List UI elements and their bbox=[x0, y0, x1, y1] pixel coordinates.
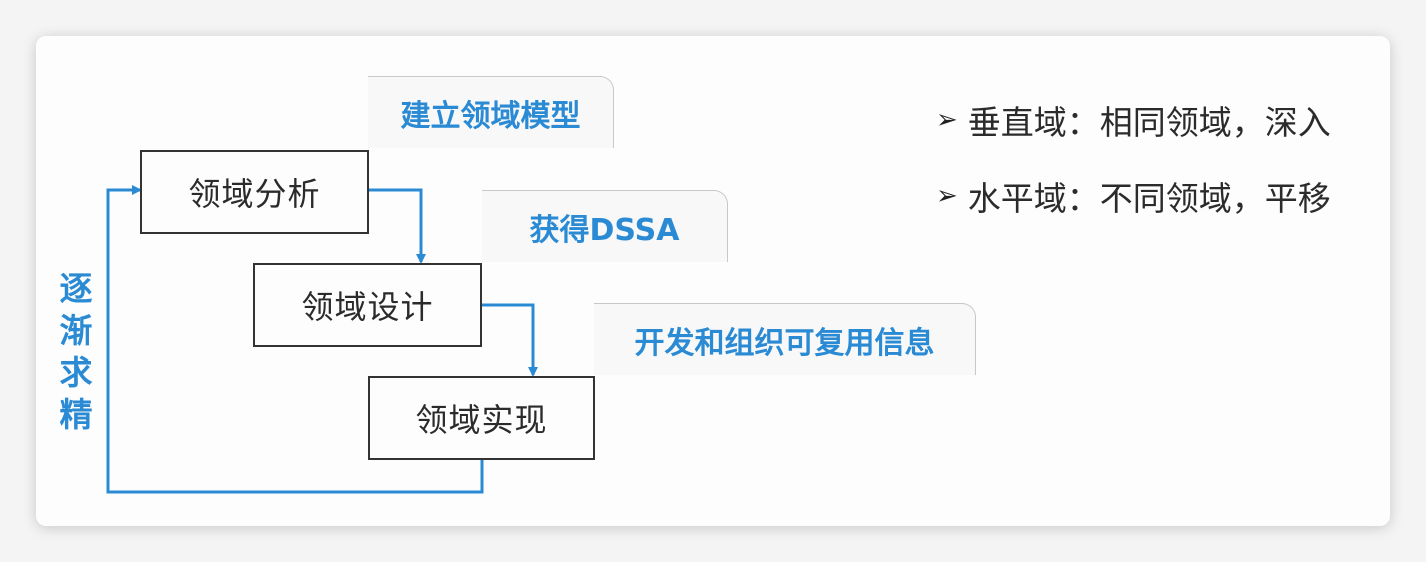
bullet-vertical-domain: ➢ 垂直域：相同领域，深入 bbox=[936, 96, 1331, 144]
step-domain-analysis: 领域分析 bbox=[140, 150, 369, 234]
step-domain-implementation-label: 领域实现 bbox=[415, 401, 548, 439]
tag-build-domain-model-text: 建立领域模型 bbox=[400, 98, 581, 134]
tag-build-domain-model: 建立领域模型 bbox=[368, 76, 614, 148]
feedback-loop-arrow bbox=[106, 185, 484, 494]
bullet-horizontal-domain-text: 水平域：不同领域，平移 bbox=[967, 179, 1331, 218]
arrow-bullet-icon: ➢ bbox=[936, 105, 958, 135]
feedback-label: 逐渐求精 bbox=[59, 269, 93, 434]
bullet-vertical-domain-text: 垂直域：相同领域，深入 bbox=[967, 103, 1331, 142]
tag-obtain-dssa-text: 获得DSSA bbox=[529, 212, 680, 248]
tag-obtain-dssa: 获得DSSA bbox=[482, 190, 728, 262]
arrow-analysis-to-design bbox=[368, 188, 426, 264]
step-domain-design-label: 领域设计 bbox=[301, 288, 434, 326]
tag-develop-reusable-info: 开发和组织可复用信息 bbox=[594, 303, 976, 375]
bullet-horizontal-domain: ➢ 水平域：不同领域，平移 bbox=[936, 172, 1331, 220]
step-domain-implementation: 领域实现 bbox=[368, 376, 595, 460]
arrow-design-to-implementation bbox=[481, 303, 538, 377]
step-domain-design: 领域设计 bbox=[253, 263, 482, 347]
tag-develop-reusable-info-text: 开发和组织可复用信息 bbox=[634, 325, 935, 361]
step-domain-analysis-label: 领域分析 bbox=[188, 175, 321, 213]
arrow-bullet-icon: ➢ bbox=[936, 181, 958, 211]
